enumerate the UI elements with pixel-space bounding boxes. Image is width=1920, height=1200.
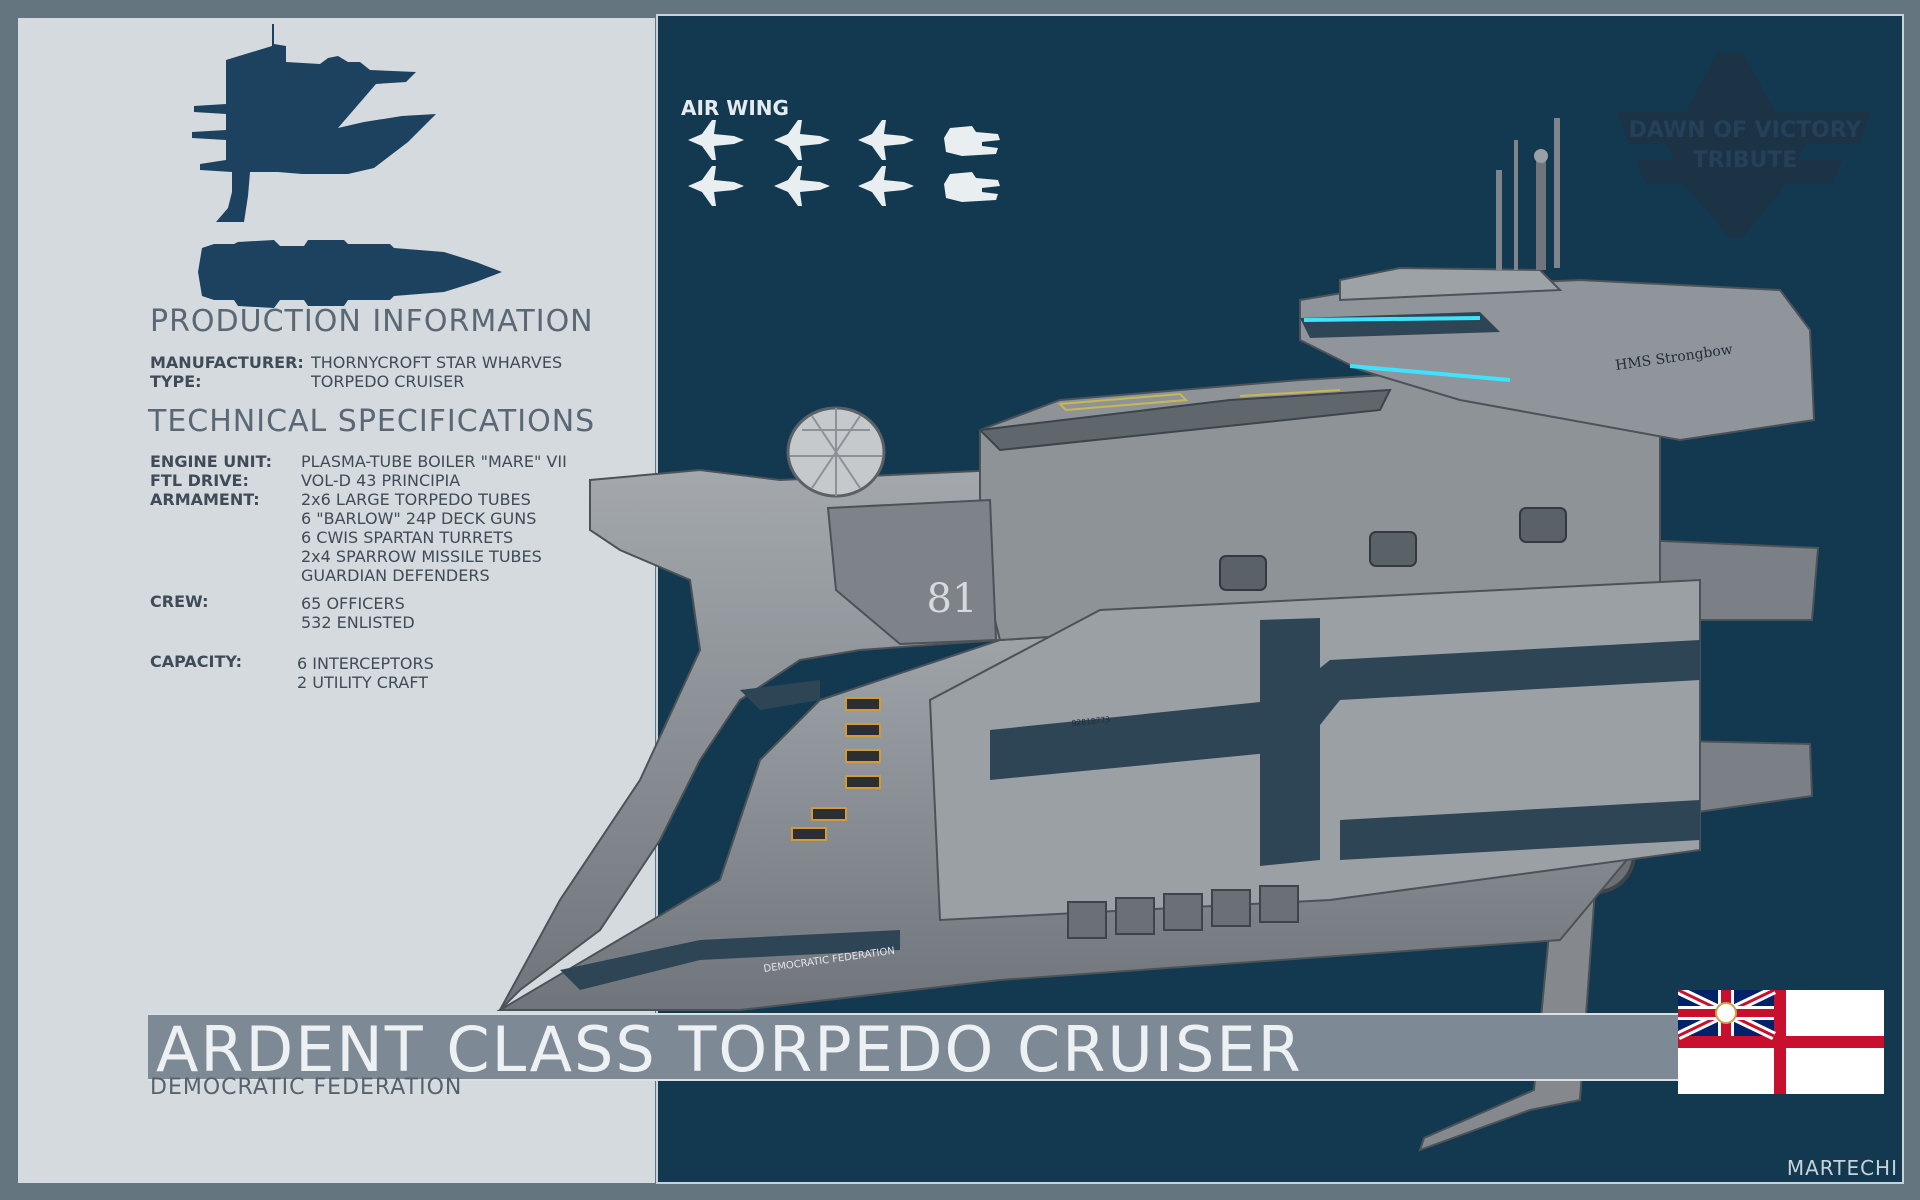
ftl-label: FTL DRIVE:	[150, 471, 249, 490]
capacity-item: 6 INTERCEPTORS	[297, 654, 434, 673]
side-silhouette	[192, 24, 436, 222]
ship-serial: 92818773	[1071, 715, 1110, 728]
production-heading: PRODUCTION INFORMATION	[150, 304, 594, 339]
engine-label: ENGINE UNIT:	[150, 452, 273, 471]
armament-item: GUARDIAN DEFENDERS	[301, 566, 490, 585]
top-silhouette	[198, 240, 502, 308]
title-bar: ARDENT CLASS TORPEDO CRUISER	[148, 1013, 1678, 1086]
crew-item: 532 ENLISTED	[301, 613, 415, 632]
subtitle: DEMOCRATIC FEDERATION	[150, 1075, 463, 1100]
logo-line1: DAWN OF VICTORY	[1629, 118, 1863, 143]
manufacturer-value: THORNYCROFT STAR WHARVES	[311, 353, 563, 372]
armament-item: 6 CWIS SPARTAN TURRETS	[301, 528, 514, 547]
type-label: TYPE:	[150, 372, 202, 391]
hull-number: 81	[927, 576, 978, 622]
manufacturer-label: MANUFACTURER:	[150, 353, 304, 372]
ftl-value: VOL-D 43 PRINCIPIA	[301, 471, 461, 490]
page-title: ARDENT CLASS TORPEDO CRUISER	[156, 1013, 1303, 1086]
capacity-label: CAPACITY:	[150, 652, 242, 671]
engine-value: PLASMA-TUBE BOILER "MARE" VII	[301, 452, 567, 471]
white-ensign-flag	[1678, 990, 1884, 1094]
armament-item: 6 "BARLOW" 24P DECK GUNS	[301, 509, 537, 528]
armament-item: 2x4 SPARROW MISSILE TUBES	[301, 547, 542, 566]
armament-item: 2x6 LARGE TORPEDO TUBES	[301, 490, 531, 509]
union-canton	[1678, 990, 1776, 1041]
crew-item: 65 OFFICERS	[301, 594, 405, 613]
crew-label: CREW:	[150, 592, 209, 611]
air-wing-label: AIR WING	[681, 96, 789, 120]
info-panel: PRODUCTION INFORMATION MANUFACTURER: THO…	[18, 18, 655, 1183]
dawn-of-victory-logo: DAWN OF VICTORY TRIBUTE	[1618, 52, 1870, 238]
logo-line2: TRIBUTE	[1693, 148, 1798, 173]
technical-heading: TECHNICAL SPECIFICATIONS	[148, 404, 596, 439]
artist-credit: MARTECHI	[1786, 1156, 1898, 1180]
type-value: TORPEDO CRUISER	[311, 372, 465, 391]
capacity-item: 2 UTILITY CRAFT	[297, 673, 429, 692]
armament-label: ARMAMENT:	[150, 490, 260, 509]
